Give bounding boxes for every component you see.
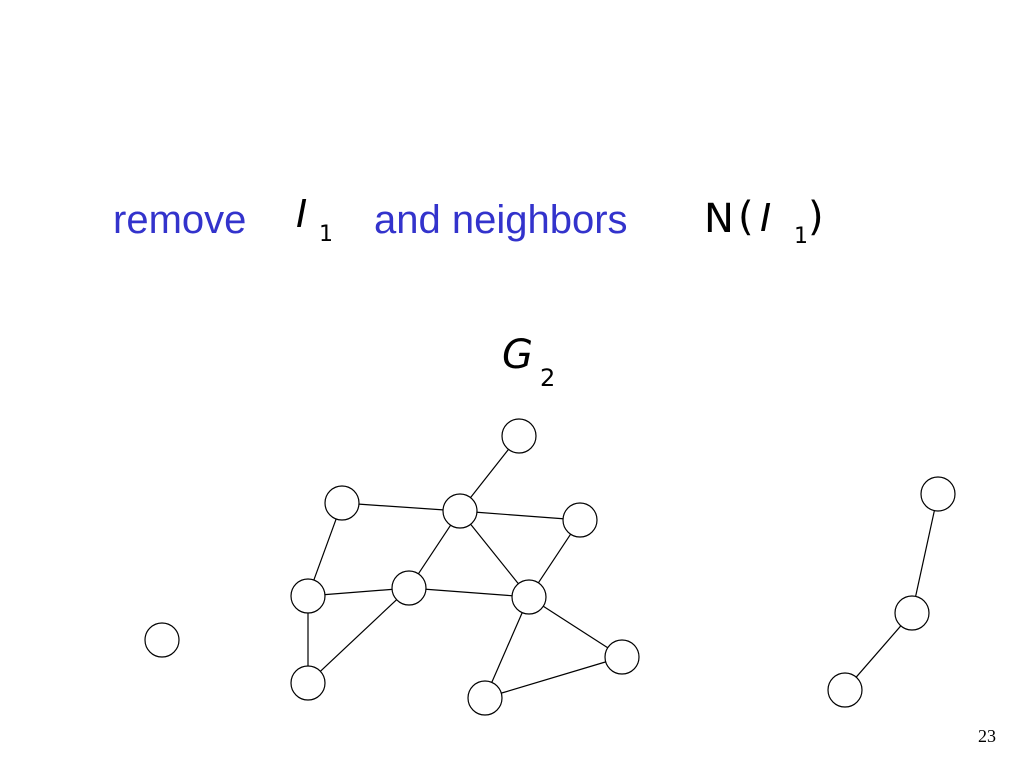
graph-node-e <box>391 570 427 606</box>
heading-symbol-n: N <box>704 196 734 242</box>
graph-edge-i-g <box>501 661 606 694</box>
graph-edge-a-d <box>313 518 337 581</box>
graph-node-iso <box>144 622 180 658</box>
graph-node-d <box>290 578 326 614</box>
graph-edge-b-c <box>476 511 564 520</box>
graph-node-c <box>562 502 598 538</box>
graph-edge-top-b <box>470 448 509 499</box>
graph-edge-e-f <box>425 588 513 597</box>
graph-edge-r2-r3 <box>855 625 902 678</box>
graph-edge-b-e <box>417 524 452 575</box>
graph-node-f <box>511 579 547 615</box>
subscript-one-inner: 1 <box>794 224 808 249</box>
page-number: 23 <box>978 726 996 746</box>
graph-node-a <box>324 485 360 521</box>
graph-edge-r1-r2 <box>915 510 935 597</box>
graph-edge-f-g <box>542 605 609 649</box>
graph-node-b <box>442 493 478 529</box>
graph-node-r3 <box>827 672 863 708</box>
graph-node-g <box>604 639 640 675</box>
graph-symbol-g: G <box>502 332 533 378</box>
subscript-one: 1 <box>319 222 333 247</box>
graph-subscript: 2 <box>540 364 556 392</box>
symbol-i: I <box>296 192 308 236</box>
graph-edge-c-f <box>537 533 572 584</box>
graph-node-top <box>501 418 537 454</box>
graph-node-h <box>290 665 326 701</box>
graph-edge-h-e <box>319 599 398 672</box>
graph-node-i <box>467 680 503 716</box>
graph-edge-f-i <box>491 612 523 683</box>
graph-edge-d-e <box>324 588 393 596</box>
graph-edge-a-b <box>358 503 444 511</box>
heading-paren-close: ) <box>808 194 824 240</box>
graph-node-r1 <box>920 476 956 512</box>
heading-and-neighbors-text: and neighbors <box>374 198 628 242</box>
graph-label: G 2 <box>502 332 555 392</box>
symbol-i-inner: I <box>760 196 772 240</box>
heading-remove-text: remove <box>113 198 247 242</box>
graph-node-r2 <box>894 595 930 631</box>
heading-paren-open: ( <box>738 194 754 240</box>
graph-edge-b-f <box>470 523 519 585</box>
